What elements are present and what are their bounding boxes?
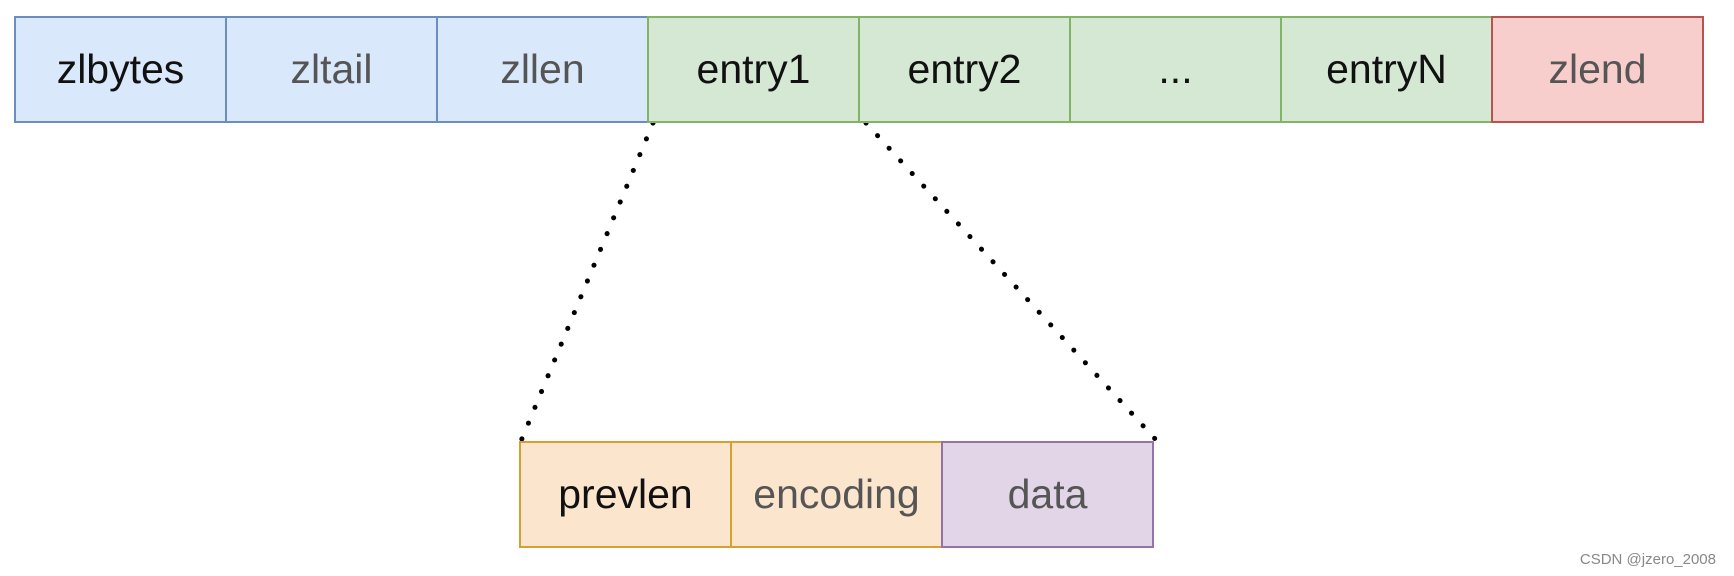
prevlen-field: prevlen (519, 441, 732, 548)
right-dotted-connector (863, 120, 1160, 444)
encoding-field: encoding (730, 441, 943, 548)
data-field: data (941, 441, 1154, 548)
entry1-field: entry1 (647, 16, 860, 123)
ziplist-layout: zlbytes zltail zllen entry1 entry2 ... e… (14, 16, 1704, 123)
ellipsis-field: ... (1069, 16, 1282, 123)
left-dotted-connector (518, 120, 656, 444)
entry-structure: prevlen encoding data (519, 441, 1154, 548)
entryN-field: entryN (1280, 16, 1493, 123)
entry2-field: entry2 (858, 16, 1071, 123)
zlend-field: zlend (1491, 16, 1704, 123)
watermark: CSDN @jzero_2008 (1579, 551, 1716, 568)
zltail-field: zltail (225, 16, 438, 123)
zlbytes-field: zlbytes (14, 16, 227, 123)
zllen-field: zllen (436, 16, 649, 123)
